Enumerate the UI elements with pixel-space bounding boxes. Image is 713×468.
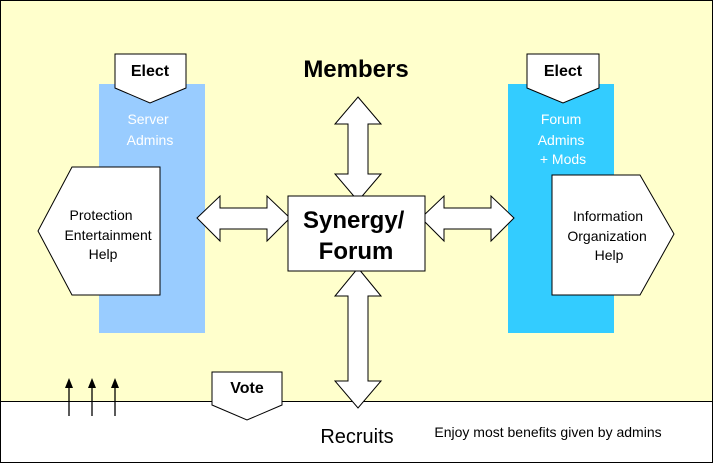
members-title: Members — [303, 56, 408, 83]
forum-heading-line: + Mods — [540, 151, 586, 167]
forum-admins-arrow — [420, 194, 515, 243]
server-heading-line: Server — [127, 111, 169, 127]
up-arrow-icon — [111, 378, 119, 388]
role-line: Organization — [567, 228, 646, 244]
forum-admins-heading: Forum Admins + Mods — [538, 111, 589, 167]
server-admin-roles: Protection Entertainment Help — [64, 207, 155, 262]
recruits-arrow — [333, 267, 383, 409]
up-arrow-icon — [65, 378, 73, 388]
role-line: Protection — [70, 207, 133, 223]
role-line: Help — [595, 247, 624, 263]
upward-arrows — [65, 378, 119, 416]
synergy-forum-label: Synergy/ Forum — [303, 207, 411, 265]
forum-admin-roles-box — [551, 174, 675, 296]
right-elect-tab — [526, 53, 600, 104]
recruits-note: Enjoy most benefits given by admins — [434, 424, 661, 440]
center-line: Synergy/ — [303, 207, 405, 234]
server-admins-heading: Server Admins — [127, 111, 174, 148]
server-heading-line: Admins — [127, 132, 174, 148]
recruits-area — [0, 401, 713, 463]
vote-tab — [211, 371, 283, 421]
forum-heading-line: Admins — [538, 132, 585, 148]
role-line: Entertainment — [64, 227, 151, 243]
role-line: Information — [573, 208, 643, 224]
center-line: Forum — [319, 238, 394, 265]
right-elect-label: Elect — [544, 63, 583, 80]
forum-admin-roles: Information Organization Help — [567, 208, 650, 263]
left-elect-tab — [114, 53, 187, 104]
server-admin-roles-box — [37, 166, 161, 296]
vote-label: Vote — [230, 380, 264, 397]
synergy-forum-box — [287, 195, 426, 272]
forum-heading-line: Forum — [541, 111, 581, 127]
role-line: Help — [89, 246, 118, 262]
recruits-label: Recruits — [320, 426, 393, 448]
up-arrow-icon — [88, 378, 96, 388]
left-elect-label: Elect — [131, 63, 170, 80]
